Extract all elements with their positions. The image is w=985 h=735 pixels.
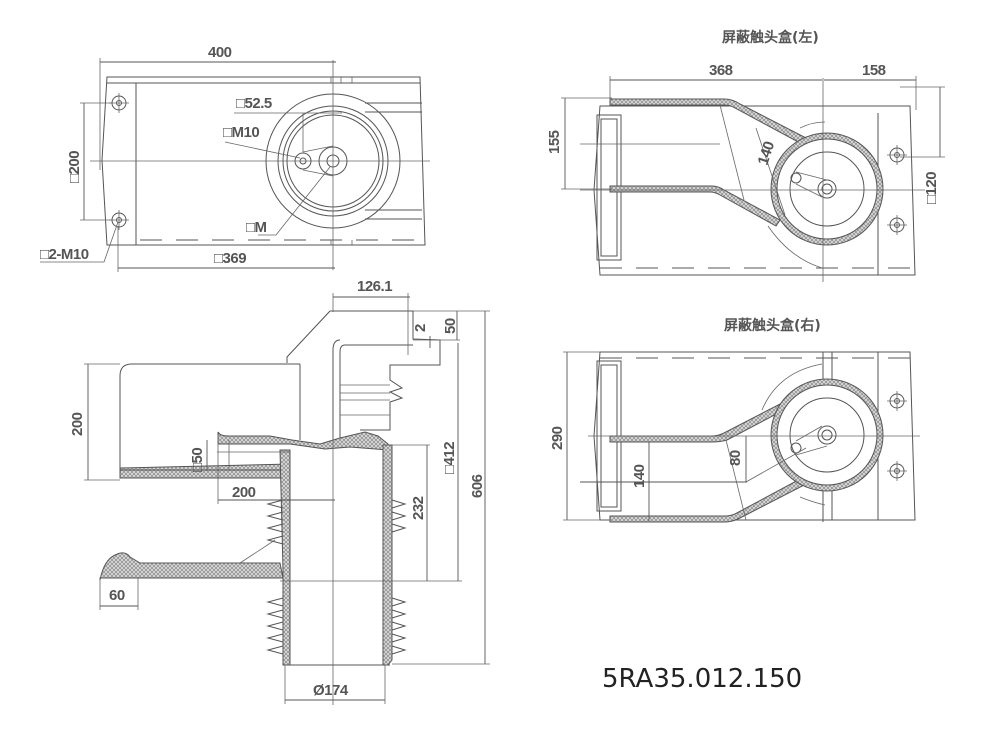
dim-hole-spacing: □200: [66, 151, 83, 183]
mount-hole-icon: [109, 93, 129, 113]
dim-flange-width: 60: [109, 587, 125, 604]
dim-tube-dia: 140: [631, 464, 648, 488]
part-number: 5RA35.012.150: [602, 664, 803, 694]
dim-diag: 140: [755, 139, 778, 167]
mount-hole-icon: [887, 215, 907, 235]
dim-hole-dia: □120: [923, 172, 940, 204]
view-title-right: 屏蔽触头盒(右): [724, 317, 821, 334]
dim-thread-center: □M: [246, 219, 267, 236]
mount-hole-icon: [887, 145, 907, 165]
dim-length: 368: [709, 62, 733, 79]
dim-base-length: □369: [214, 250, 246, 267]
dim-offset: □52.5: [236, 95, 272, 112]
view-title-left: 屏蔽触头盒(左): [722, 29, 819, 46]
dim-hood-height: 200: [69, 412, 86, 436]
dim-bottom-dia: Ø174: [313, 682, 349, 699]
side-section-view: 126.1 2 50 200 □50 200 232 □412 606 60 Ø…: [69, 278, 490, 705]
dim-top-offset: 126.1: [357, 278, 392, 295]
insulator-shed-icon: [266, 499, 407, 655]
dim-port-dia: □50: [189, 448, 206, 472]
dim-right-length: 158: [862, 62, 886, 79]
dim-thread-small: □M10: [223, 124, 259, 141]
dim-overall-height: 606: [469, 474, 486, 498]
dim-port-len: 200: [232, 484, 256, 501]
dim-height: 155: [546, 130, 563, 154]
mount-hole-icon: [887, 461, 907, 481]
top-view: 400 □200 □2-M10 □369 □52.5 □M10 □M: [40, 44, 430, 272]
dim-top-height: 50: [442, 318, 459, 334]
dim-overall-length: 400: [208, 44, 232, 61]
dim-gap: 2: [412, 324, 429, 332]
dim-inner-depth: 232: [410, 496, 427, 520]
left-contact-box-view: 屏蔽触头盒(左): [546, 29, 945, 282]
mount-hole-icon: [887, 391, 907, 411]
dim-body-dia: □412: [441, 442, 458, 474]
right-contact-box-view: 屏蔽触头盒(右): [549, 317, 920, 523]
dim-height: 290: [549, 426, 566, 450]
dim-mount-holes: □2-M10: [40, 246, 89, 263]
dim-offset: 80: [727, 450, 744, 466]
